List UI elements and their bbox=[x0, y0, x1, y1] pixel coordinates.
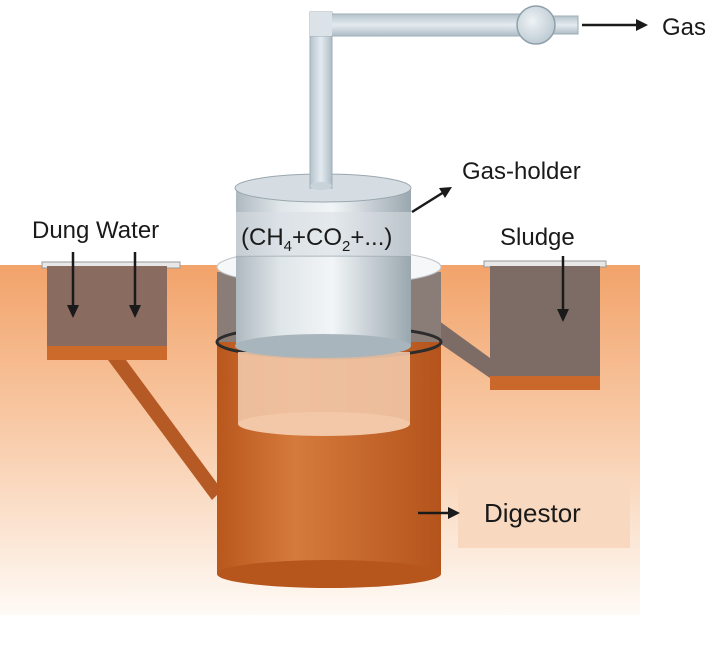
gas-composition-label: (CH4+CO2+...) bbox=[241, 224, 393, 255]
sludge-tank bbox=[435, 260, 607, 390]
sludge-arrow bbox=[557, 256, 569, 322]
sludge-label: Sludge bbox=[500, 224, 575, 251]
flow-arrows bbox=[67, 19, 648, 322]
gas-out-arrow bbox=[582, 19, 648, 31]
dung-inlet-arrow-1 bbox=[67, 252, 79, 318]
gas-holder-label: Gas-holder bbox=[462, 158, 581, 185]
gas-holder-arrow bbox=[411, 187, 452, 214]
inlet-tank bbox=[41, 261, 222, 500]
gas-valve bbox=[516, 5, 556, 45]
gas-holder bbox=[234, 173, 412, 358]
digestor-label-box bbox=[458, 476, 630, 548]
dung-inlet-arrow-2 bbox=[129, 252, 141, 318]
gas-pipe bbox=[309, 5, 579, 190]
gas-label: Gas bbox=[662, 14, 707, 41]
dung-water-label: Dung Water bbox=[32, 217, 160, 244]
digestor-arrow bbox=[418, 507, 460, 519]
digestor-label: Digestor bbox=[484, 498, 581, 528]
